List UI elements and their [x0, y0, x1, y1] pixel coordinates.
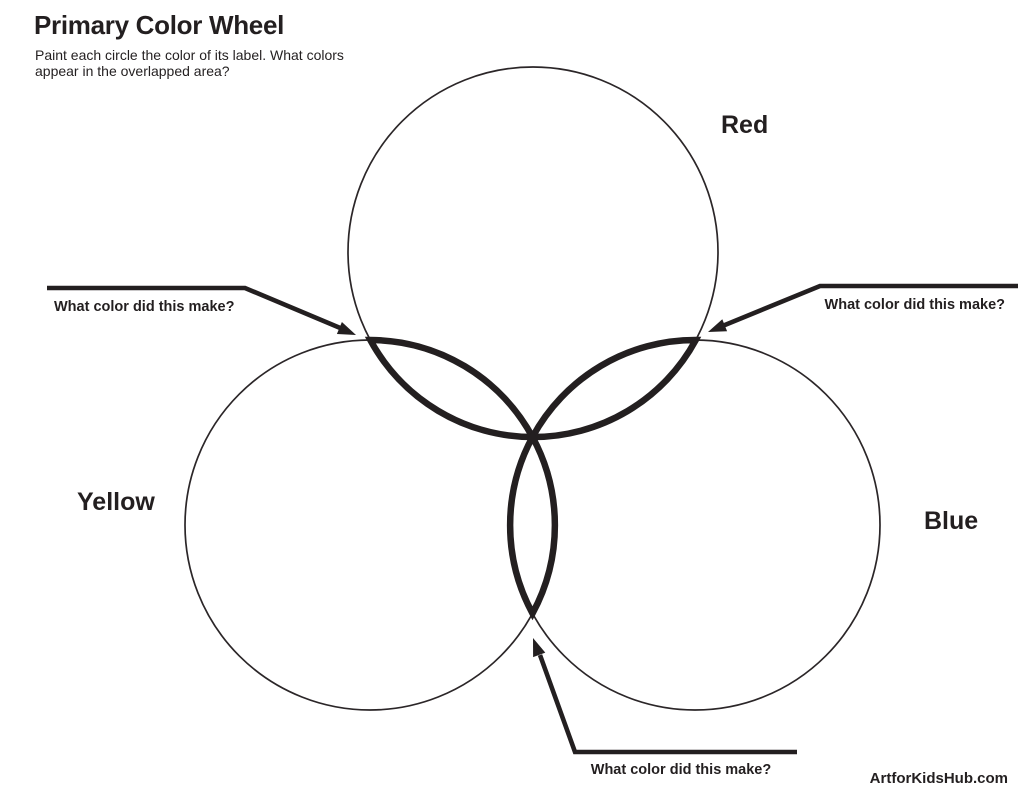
red-blue-overlap-lens [527, 336, 702, 441]
overlap-lenses [364, 336, 702, 621]
page-title: Primary Color Wheel [34, 10, 285, 40]
instructions-text: Paint each circle the color of its label… [35, 47, 344, 79]
website-credit: ArtforKidsHub.com [869, 770, 1008, 787]
right-arrowhead-icon [708, 319, 728, 332]
bottom-arrowhead-icon [533, 638, 546, 658]
callout-label-red-blue: What color did this make? [824, 297, 1005, 313]
left-arrowhead-icon [336, 322, 356, 335]
red-yellow-overlap-lens [364, 336, 538, 441]
callout-label-yellow-blue: What color did this make? [590, 762, 772, 778]
callout-arrows [47, 283, 1018, 755]
yellow-circle-label: Yellow [77, 488, 155, 516]
callout-arrowheads [336, 319, 728, 658]
right-callout-line [719, 283, 1018, 330]
left-callout-line [47, 285, 346, 333]
red-circle-label: Red [721, 111, 769, 139]
instructions-line-1: Paint each circle the color of its label… [35, 47, 344, 63]
yellow-blue-overlap-lens [506, 430, 559, 621]
instructions-line-2: appear in the overlapped area? [35, 63, 230, 79]
bottom-callout-line [537, 654, 797, 755]
blue-circle-label: Blue [924, 507, 979, 535]
callout-label-red-yellow: What color did this make? [54, 299, 235, 315]
